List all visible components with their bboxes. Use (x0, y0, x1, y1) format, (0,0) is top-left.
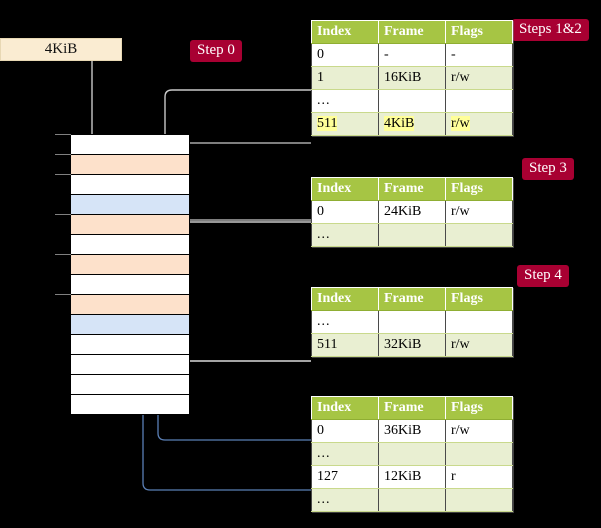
cell-flags: r/w (445, 200, 513, 224)
memory-frame-table (70, 194, 190, 215)
table-row: ... (311, 488, 513, 512)
memory-frame-free (70, 274, 190, 295)
column-header-index: Index (311, 20, 379, 44)
cell-index: ... (311, 488, 379, 512)
memory-frame-used (70, 254, 190, 275)
cell-frame (378, 89, 446, 113)
table-row: ... (311, 89, 513, 113)
frame-tick-mark (55, 134, 71, 135)
steps-1-2-label: Steps 1&2 (512, 19, 589, 41)
step-3-label: Step 3 (522, 158, 574, 180)
table-row: 0-- (311, 43, 513, 67)
memory-frame-free (70, 374, 190, 395)
cell-index: 0 (311, 43, 379, 67)
physical-memory-column (70, 134, 190, 415)
column-header-frame: Frame (378, 20, 446, 44)
cell-index: 1 (311, 66, 379, 90)
column-header-index: Index (311, 287, 379, 311)
cell-flags: r/w (445, 66, 513, 90)
cell-flags (445, 488, 513, 512)
frame-tick-mark (55, 154, 71, 155)
cell-flags: - (445, 43, 513, 67)
column-header-index: Index (311, 177, 379, 201)
step-0-label: Step 0 (190, 40, 242, 62)
column-header-flags: Flags (445, 177, 513, 201)
cell-index: 127 (311, 465, 379, 489)
cell-index: 0 (311, 200, 379, 224)
cell-flags (445, 310, 513, 334)
cell-flags: r (445, 465, 513, 489)
cell-flags: r/w (445, 419, 513, 443)
step-4-label: Step 4 (517, 265, 569, 287)
memory-frame-used (70, 154, 190, 175)
memory-frame-used (70, 294, 190, 315)
column-header-flags: Flags (445, 287, 513, 311)
frame-tick-mark (55, 174, 71, 175)
column-header-frame: Frame (378, 177, 446, 201)
cell-index: ... (311, 223, 379, 247)
table-row: ... (311, 442, 513, 466)
cell-index: ... (311, 442, 379, 466)
column-header-frame: Frame (378, 287, 446, 311)
cell-frame (378, 310, 446, 334)
cell-index: 511 (311, 333, 379, 357)
memory-frame-free (70, 134, 190, 155)
memory-frame-free (70, 394, 190, 415)
cell-frame (378, 488, 446, 512)
column-header-flags: Flags (445, 396, 513, 420)
cell-frame: 32KiB (378, 333, 446, 357)
frame-tick-mark (55, 254, 71, 255)
column-header-flags: Flags (445, 20, 513, 44)
table-row: ... (311, 223, 513, 247)
request-size-box: 4KiB (0, 38, 122, 61)
cell-flags (445, 223, 513, 247)
cell-index: ... (311, 310, 379, 334)
cell-flags (445, 89, 513, 113)
memory-frame-free (70, 354, 190, 375)
cell-flags (445, 442, 513, 466)
cell-flags: r/w (445, 112, 513, 136)
memory-frame-used (70, 214, 190, 235)
cell-index: ... (311, 89, 379, 113)
memory-frame-table (70, 314, 190, 335)
cell-frame: - (378, 43, 446, 67)
cell-frame (378, 442, 446, 466)
cell-frame: 12KiB (378, 465, 446, 489)
cell-frame: 24KiB (378, 200, 446, 224)
cell-flags: r/w (445, 333, 513, 357)
memory-frame-free (70, 334, 190, 355)
frame-tick-mark (55, 214, 71, 215)
cell-frame (378, 223, 446, 247)
cell-index: 511 (311, 112, 379, 136)
frame-tick-mark (55, 294, 71, 295)
memory-frame-free (70, 234, 190, 255)
cell-index: 0 (311, 419, 379, 443)
memory-frame-free (70, 174, 190, 195)
table-row: ... (311, 310, 513, 334)
column-header-index: Index (311, 396, 379, 420)
cell-frame: 4KiB (378, 112, 446, 136)
cell-frame: 16KiB (378, 66, 446, 90)
cell-frame: 36KiB (378, 419, 446, 443)
column-header-frame: Frame (378, 396, 446, 420)
